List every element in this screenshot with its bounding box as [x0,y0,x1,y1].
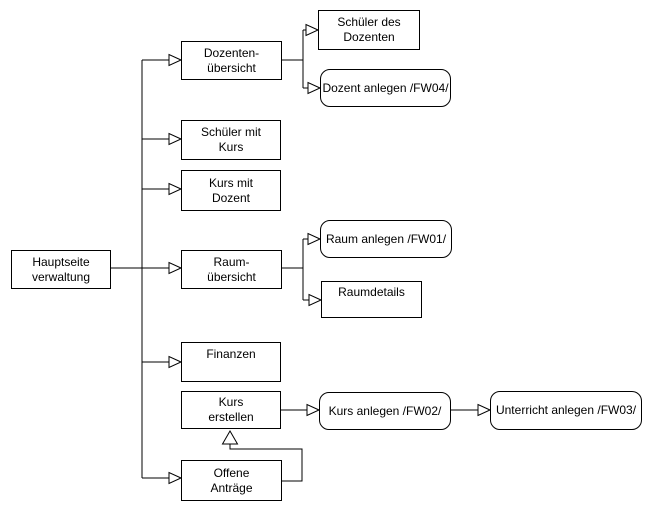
edge-hauptseite-trunk [111,60,143,478]
arrowhead-icon [307,232,322,246]
node-label: Kurs erstellen [208,395,254,424]
arrowhead-icon [306,403,321,417]
arrowhead-up-icon [221,429,239,445]
node-label: Dozent anlegen /FW04/ [322,80,449,95]
node-label: Raumdetails [338,284,405,299]
node-label: Offene Anträge [210,465,253,495]
node-finanzen[interactable]: Finanzen [181,342,281,382]
node-raumdetails[interactable]: Raumdetails [321,281,422,318]
node-label: Finanzen [206,347,256,361]
arrowhead-icon [168,261,183,275]
node-label: Kurs mit Dozent [208,175,253,205]
node-label: Schüler mit Kurs [200,125,262,154]
node-label: Dozenten- übersicht [203,45,260,75]
arrowhead-icon [168,471,183,485]
arrowhead-icon [477,403,492,417]
node-kurs-mit-dozent[interactable]: Kurs mit Dozent [181,170,281,211]
edge-offene-to-kurs-erstellen [229,444,303,482]
arrowhead-icon [308,293,323,307]
node-label: Hauptseite verwaltung [31,254,91,284]
node-schueler-mit-kurs[interactable]: Schüler mit Kurs [181,120,281,160]
node-raum-anlegen-fw01[interactable]: Raum anlegen /FW01/ [320,220,452,258]
node-label: Raum- übersicht [207,254,256,284]
arrowhead-icon [307,81,322,95]
node-dozenten-uebersicht[interactable]: Dozenten- übersicht [181,41,282,80]
node-unterricht-anlegen-fw03[interactable]: Unterricht anlegen /FW03/ [490,391,642,430]
arrowhead-icon [305,23,320,37]
arrowhead-icon [168,182,183,196]
arrowhead-icon [168,53,183,67]
arrowhead-icon [168,132,183,146]
node-label: Raum anlegen /FW01/ [325,231,447,246]
node-raum-uebersicht[interactable]: Raum- übersicht [181,250,282,289]
node-schueler-des-dozenten[interactable]: Schüler des Dozenten [318,10,420,50]
node-hauptseite-verwaltung[interactable]: Hauptseite verwaltung [11,250,111,289]
node-offene-antraege[interactable]: Offene Anträge [181,460,282,501]
edge-dozenten-split [282,29,308,89]
arrowhead-icon [168,355,183,369]
node-dozent-anlegen-fw04[interactable]: Dozent anlegen /FW04/ [320,69,451,107]
node-kurs-anlegen-fw02[interactable]: Kurs anlegen /FW02/ [319,392,451,430]
node-label: Unterricht anlegen /FW03/ [495,403,637,417]
node-kurs-erstellen[interactable]: Kurs erstellen [181,391,281,429]
edge-raum-split [282,238,309,301]
node-label: Schüler des Dozenten [337,15,401,44]
node-label: Kurs anlegen /FW02/ [328,403,442,418]
